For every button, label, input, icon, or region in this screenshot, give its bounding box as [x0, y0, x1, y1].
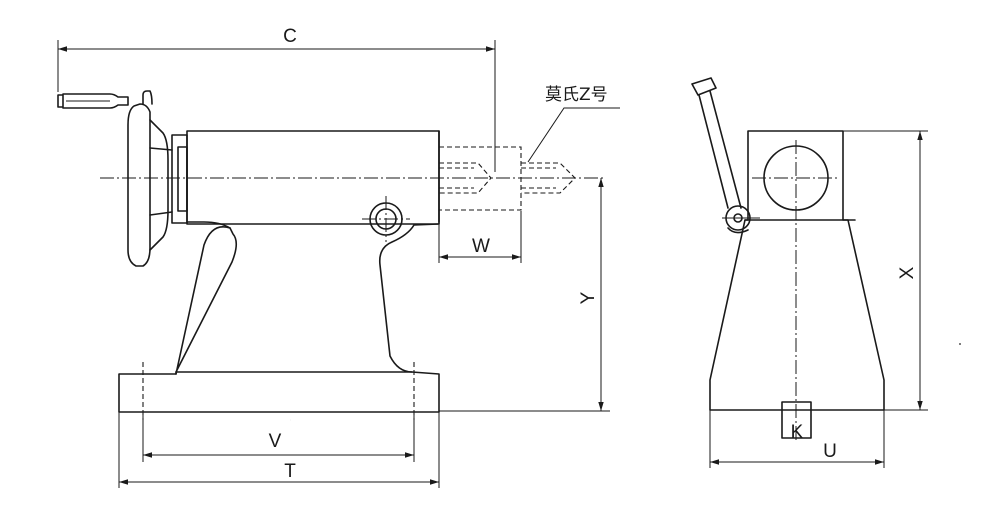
key-slot — [781, 401, 812, 439]
handwheel-rim — [127, 103, 151, 267]
side-base-plate — [118, 371, 440, 413]
lock-lever — [691, 77, 742, 209]
handwheel-hub — [149, 119, 169, 251]
handwheel-web-bot — [149, 211, 173, 216]
end-dimensions: X K U — [709, 130, 961, 468]
handwheel-web-top — [149, 147, 173, 151]
dim-t-label: T — [284, 461, 296, 482]
dim-c-label: C — [283, 26, 297, 47]
dim-u-label: U — [823, 441, 837, 462]
quill-housing — [186, 130, 440, 225]
dim-w-label: W — [472, 236, 490, 257]
handwheel-spoke — [142, 90, 153, 105]
morse-label: 莫氏Z号 — [545, 85, 608, 105]
side-dimensions: C 莫氏Z号 W Y V T — [57, 26, 620, 488]
crank-handle — [57, 93, 129, 109]
stray-dot — [959, 343, 961, 345]
side-view — [57, 90, 605, 420]
lever-arm — [727, 227, 749, 234]
housing-flange-inner — [177, 146, 188, 212]
end-body — [709, 130, 885, 411]
dim-y-label: Y — [578, 291, 599, 304]
dim-v-label: V — [269, 431, 282, 452]
dim-k-label: K — [791, 422, 804, 443]
dim-x-label: X — [897, 266, 918, 279]
morse-leader — [527, 107, 620, 163]
side-body-column — [175, 223, 440, 375]
end-view — [691, 77, 885, 440]
housing-flange — [171, 134, 188, 224]
